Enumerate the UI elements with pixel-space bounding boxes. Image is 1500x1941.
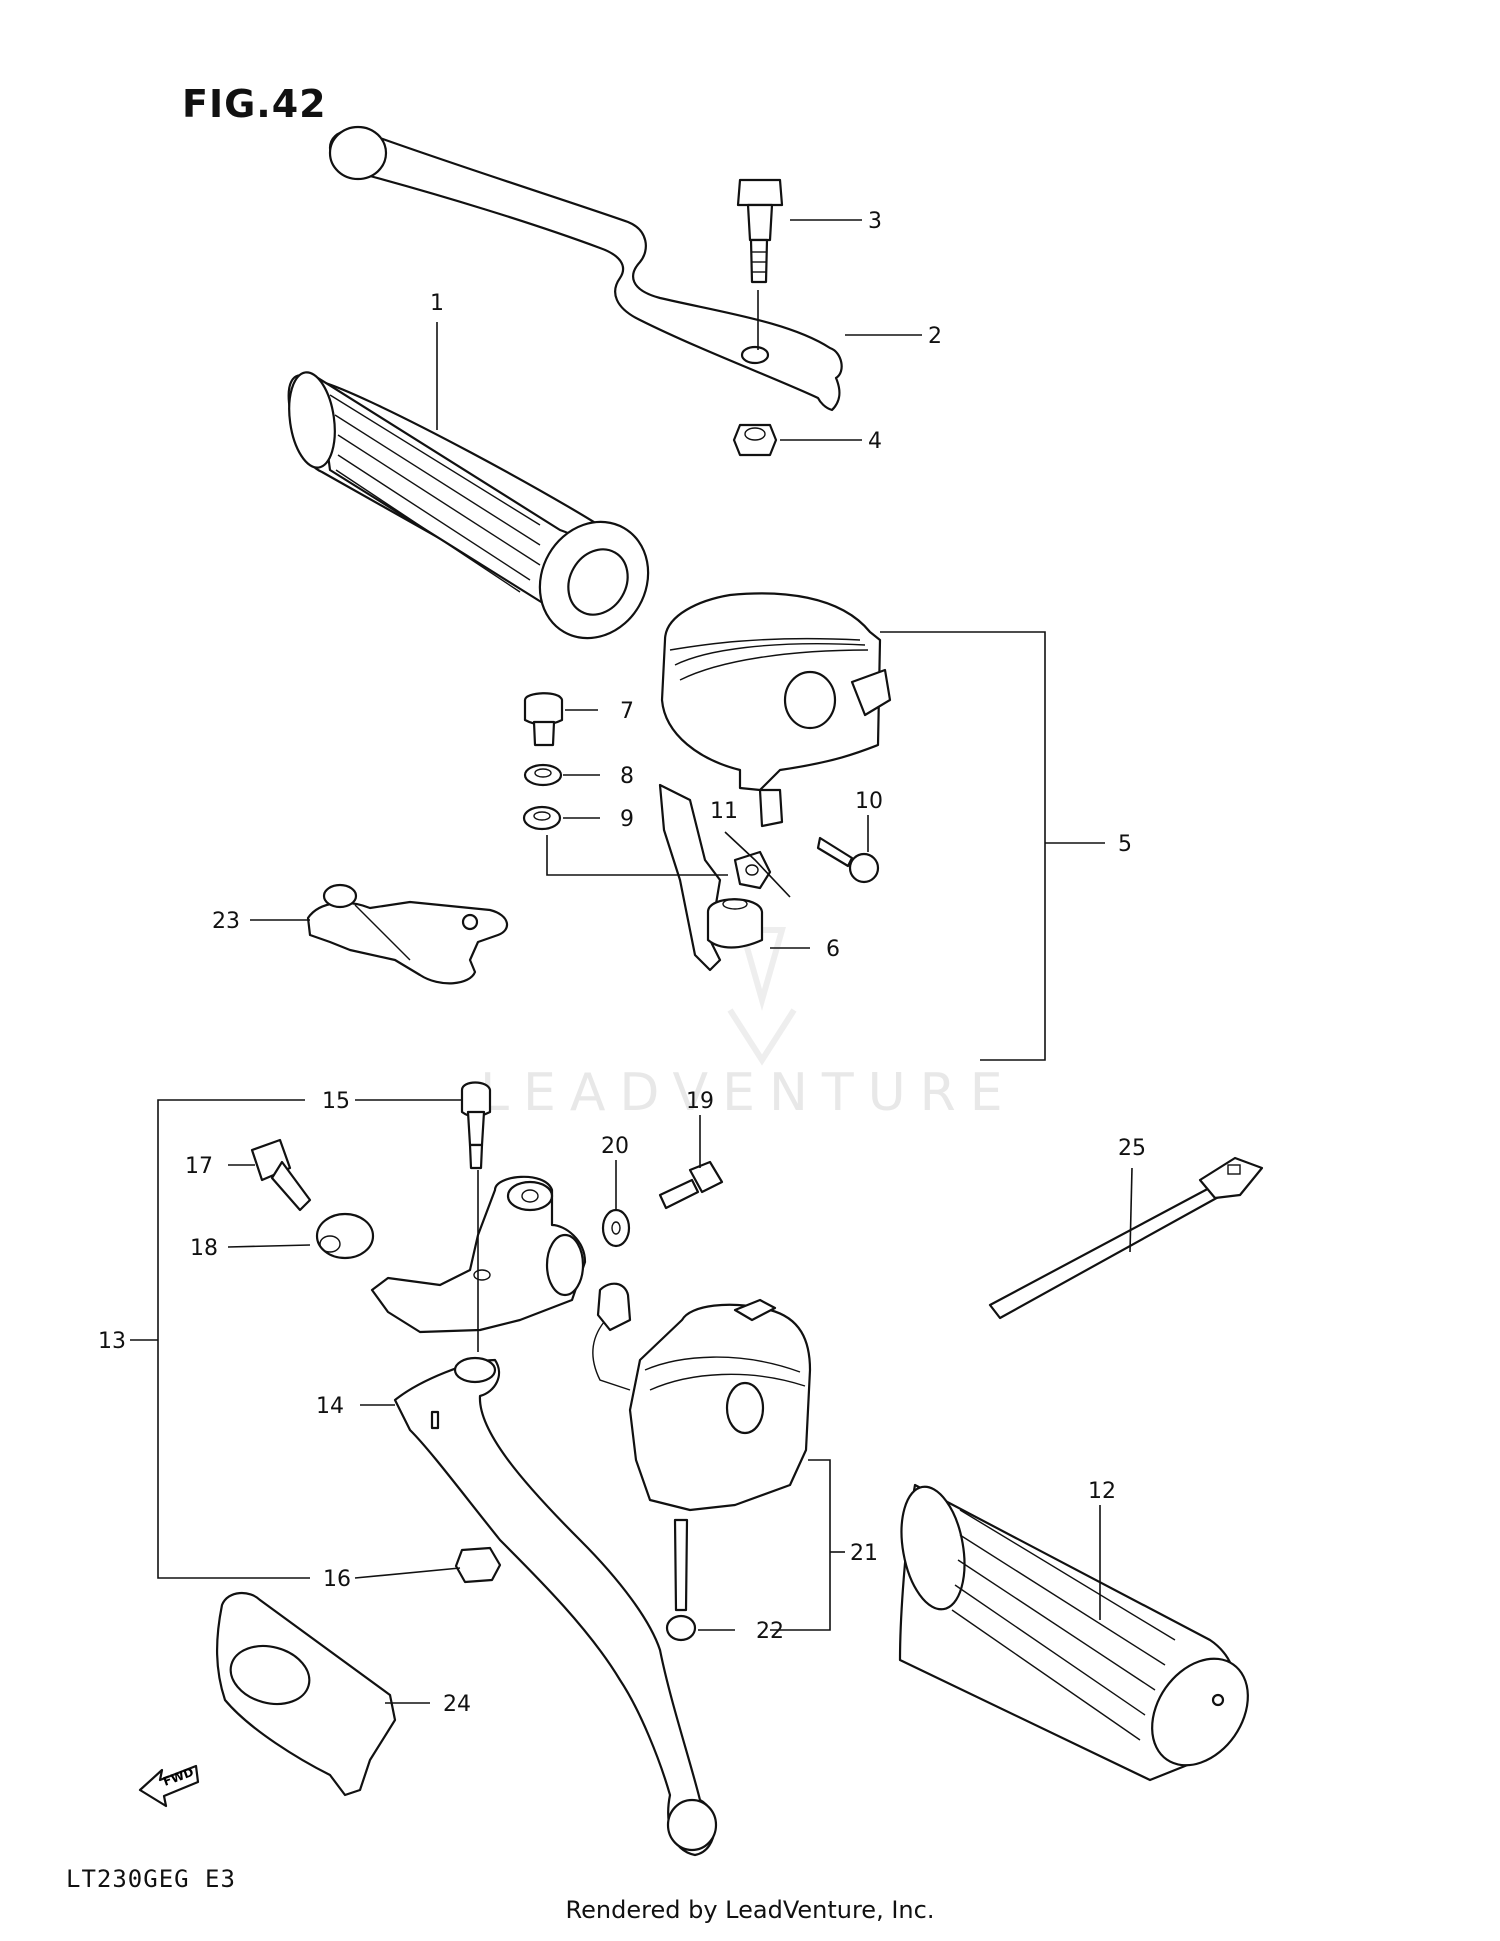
callout-4: 4 — [868, 429, 882, 454]
callout-20: 20 — [601, 1134, 629, 1159]
callout-15: 15 — [322, 1089, 350, 1114]
part-15-bolt[interactable] — [460, 1081, 492, 1170]
part-18-locknut[interactable] — [315, 1212, 375, 1260]
watermark-logo — [727, 927, 797, 1066]
part-14-clutch-lever[interactable] — [393, 1356, 718, 1857]
callout-25: 25 — [1118, 1136, 1146, 1161]
part-10-screw[interactable] — [816, 836, 880, 884]
part-25-cable-tie[interactable] — [988, 1156, 1264, 1320]
part-17-adjuster[interactable] — [250, 1138, 312, 1212]
part-16-nut[interactable] — [454, 1546, 502, 1584]
callout-24: 24 — [443, 1692, 471, 1717]
model-code: LT230GEG E3 — [66, 1865, 236, 1893]
part-7-screw[interactable] — [523, 692, 564, 747]
part-2-brake-lever[interactable] — [328, 125, 843, 412]
callout-13: 13 — [98, 1329, 126, 1354]
footer-credit: Rendered by LeadVenture, Inc. — [565, 1896, 935, 1924]
part-5-switch-assembly[interactable] — [660, 592, 892, 828]
leader-lines — [130, 219, 1133, 1704]
part-6-switch-cap[interactable] — [706, 898, 764, 949]
part-3-bolt[interactable] — [736, 178, 784, 350]
callout-18: 18 — [190, 1236, 218, 1261]
callout-22: 22 — [756, 1619, 784, 1644]
callout-11: 11 — [710, 799, 738, 824]
part-9-washer[interactable] — [522, 805, 562, 831]
part-23-link-plate[interactable] — [306, 883, 508, 985]
figure-title: FIG.42 — [182, 82, 327, 126]
callout-12: 12 — [1088, 1479, 1116, 1504]
part-4-nut[interactable] — [732, 423, 778, 457]
callout-16: 16 — [323, 1567, 351, 1592]
part-1-left-grip[interactable] — [284, 369, 669, 658]
callout-21: 21 — [850, 1541, 878, 1566]
callout-6: 6 — [826, 937, 840, 962]
callout-14: 14 — [316, 1394, 344, 1419]
part-11-nut-bracket[interactable] — [658, 783, 772, 972]
part-20-washer[interactable] — [601, 1208, 631, 1248]
callout-19: 19 — [686, 1089, 714, 1114]
callout-8: 8 — [620, 764, 634, 789]
callout-9: 9 — [620, 807, 634, 832]
callout-2: 2 — [928, 324, 942, 349]
part-12-right-grip[interactable] — [893, 1482, 1268, 1784]
callout-10: 10 — [855, 789, 883, 814]
part-21-switch-assembly[interactable] — [592, 1282, 812, 1512]
callout-17: 17 — [185, 1154, 213, 1179]
callout-labels: 3 2 4 1 5 7 8 9 10 11 6 23 15 17 18 13 1… — [98, 209, 1146, 1717]
callout-23: 23 — [212, 909, 240, 934]
part-8-washer[interactable] — [523, 763, 563, 787]
callout-5: 5 — [1118, 832, 1132, 857]
callout-1: 1 — [430, 291, 444, 316]
forward-direction-arrow: FWD — [138, 1764, 200, 1808]
callout-7: 7 — [620, 699, 634, 724]
part-24-lever-cover[interactable] — [216, 1592, 397, 1797]
part-22-screw[interactable] — [665, 1518, 697, 1642]
part-19-bolt[interactable] — [658, 1160, 724, 1210]
callout-3: 3 — [868, 209, 882, 234]
watermark-text: LEADVENTURE — [480, 1063, 1017, 1123]
